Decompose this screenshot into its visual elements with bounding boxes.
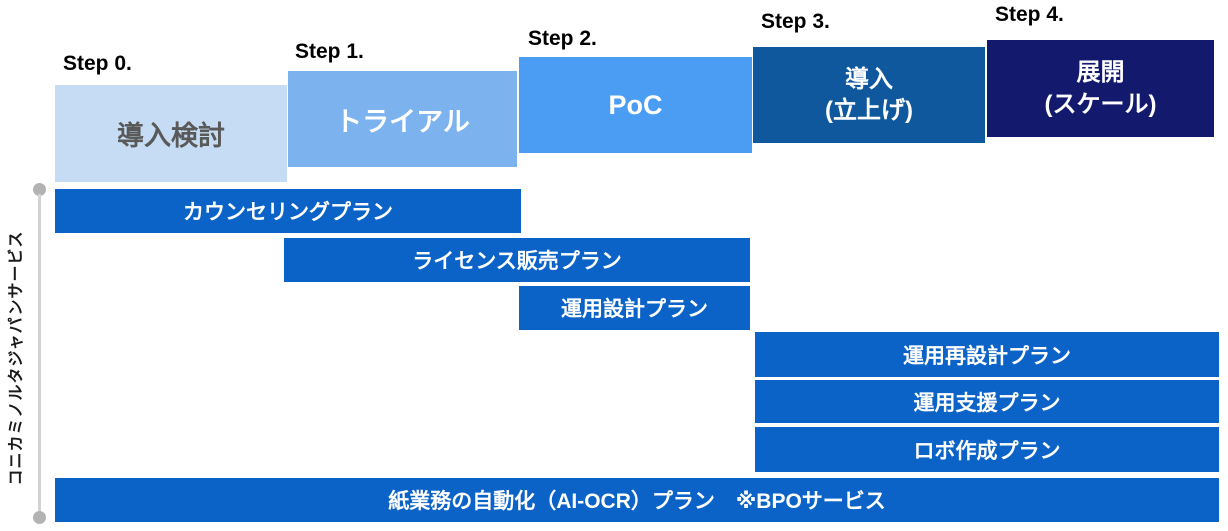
service-axis-label: コニカミノルタジャパンサービス bbox=[8, 230, 25, 486]
step-4-subtitle: (スケール) bbox=[1044, 90, 1157, 118]
step-1-box: トライアル bbox=[288, 71, 517, 167]
plan-bar-license-sales-label: ライセンス販売プラン bbox=[412, 250, 622, 273]
plan-bar-paper-automation-ai-ocr: 紙業務の自動化（AI-OCR）プラン ※BPOサービス bbox=[55, 478, 1219, 522]
plan-bar-robot-creation-label: ロボ作成プラン bbox=[913, 439, 1061, 463]
plan-bar-operation-support: 運用支援プラン bbox=[755, 380, 1219, 423]
step-0-box: 導入検討 bbox=[55, 85, 287, 182]
step-0-label: Step 0. bbox=[63, 52, 132, 75]
plan-bar-counseling: カウンセリングプラン bbox=[55, 189, 521, 233]
plan-bar-operation-redesign-label: 運用再設計プラン bbox=[903, 344, 1071, 368]
step-0-title: 導入検討 bbox=[117, 121, 225, 151]
step-4-title: 展開 bbox=[1076, 59, 1125, 87]
step-3-label: Step 3. bbox=[761, 10, 830, 33]
plan-bar-operation-redesign: 運用再設計プラン bbox=[755, 332, 1219, 377]
step-3-box: 導入 (立上げ) bbox=[753, 47, 985, 143]
plan-bar-counseling-label: カウンセリングプラン bbox=[183, 201, 393, 224]
step-1-title: トライアル bbox=[335, 106, 470, 137]
step-3-title: 導入 bbox=[845, 65, 893, 93]
service-axis-dot-bottom bbox=[33, 511, 46, 524]
plan-bar-paper-automation-ai-ocr-label: 紙業務の自動化（AI-OCR）プラン ※BPOサービス bbox=[388, 490, 886, 513]
step-4-box: 展開 (スケール) bbox=[987, 40, 1214, 137]
plan-bar-operation-design: 運用設計プラン bbox=[519, 286, 750, 330]
step-3-subtitle: (立上げ) bbox=[825, 97, 913, 124]
service-axis-dot-top bbox=[33, 183, 46, 196]
plan-bar-operation-design-label: 運用設計プラン bbox=[561, 298, 708, 321]
step-2-box: PoC bbox=[519, 57, 752, 153]
step-2-label: Step 2. bbox=[528, 27, 597, 50]
service-axis-line bbox=[38, 194, 41, 514]
step-1-label: Step 1. bbox=[295, 40, 364, 63]
plan-bar-operation-support-label: 運用支援プラン bbox=[913, 391, 1061, 415]
plan-bar-license-sales: ライセンス販売プラン bbox=[284, 238, 750, 282]
plan-bar-robot-creation: ロボ作成プラン bbox=[755, 427, 1219, 472]
step-2-title: PoC bbox=[608, 89, 663, 120]
step-4-label: Step 4. bbox=[995, 3, 1064, 26]
